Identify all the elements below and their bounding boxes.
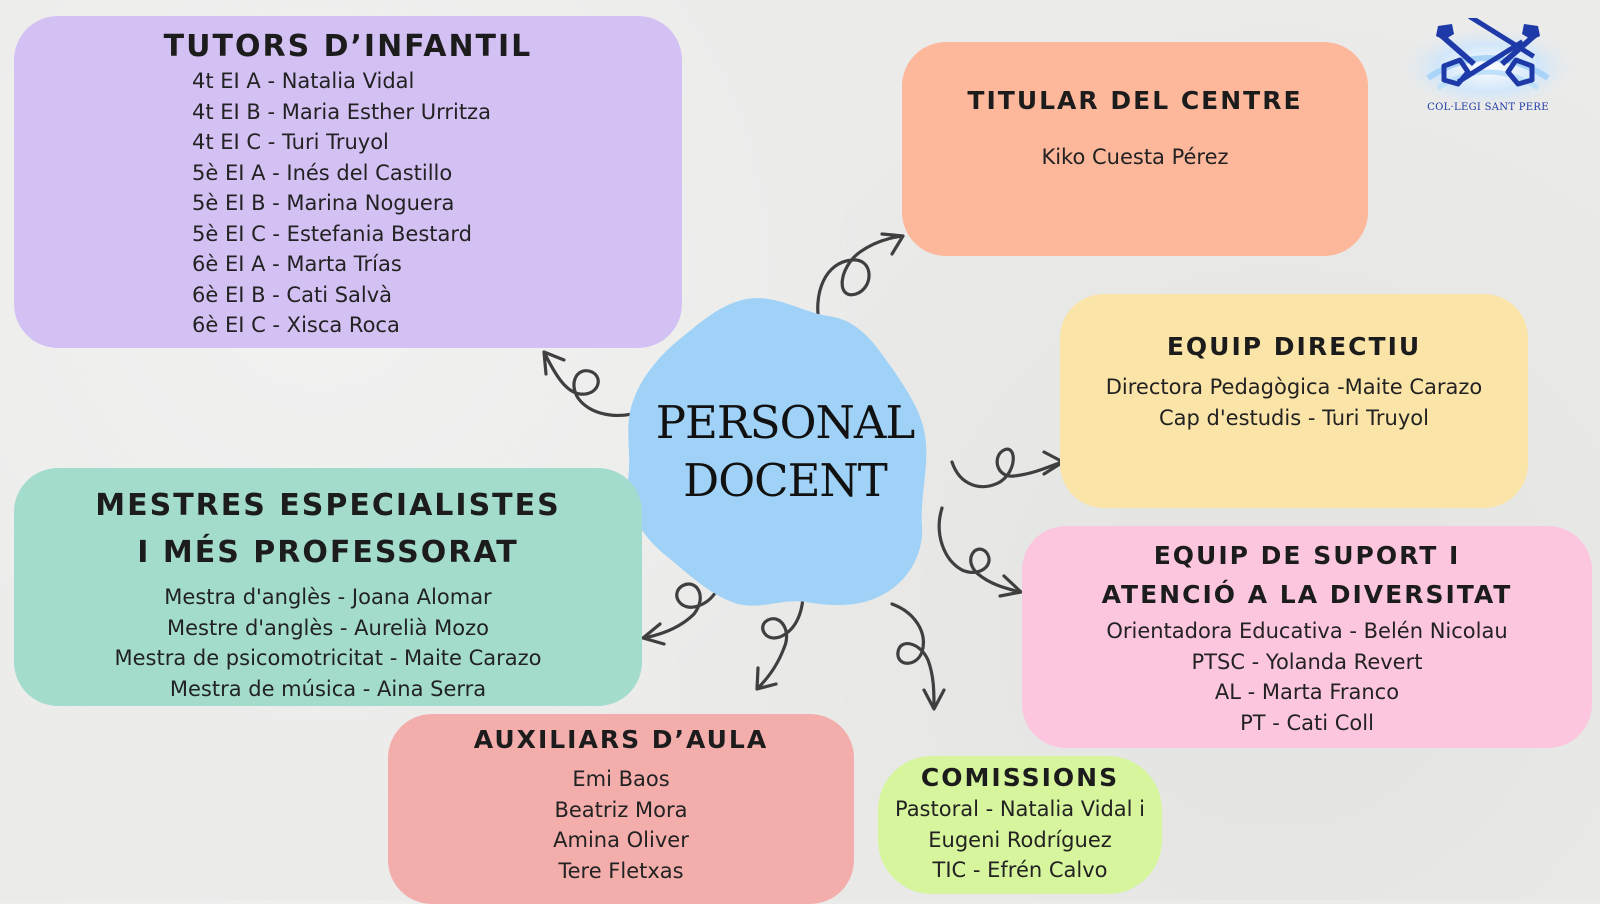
list-item: TIC - Efrén Calvo (932, 858, 1108, 882)
list-item: AL - Marta Franco (1214, 680, 1400, 704)
list-item: 4t EI B - Maria Esther Urritza (192, 99, 491, 124)
school-logo: COL·LEGI SANT PERE (1398, 14, 1578, 122)
arrow-to-directiu (950, 447, 1064, 489)
titular-list: Kiko Cuesta Pérez (902, 142, 1368, 173)
arrowhead-to-auxiliars (755, 666, 778, 691)
equip-directiu-card: EQUIP DIRECTIU Directora Pedagògica -Mai… (1060, 294, 1528, 508)
list-item: Directora Pedagògica -Maite Carazo (1105, 375, 1483, 399)
list-item: Pastoral - Natalia Vidal i (894, 797, 1146, 821)
center-title-line1: PERSONAL (655, 396, 915, 449)
list-item: 4t EI C - Turi Truyol (192, 130, 389, 154)
list-item: 5è EI C - Estefania Bestard (192, 221, 472, 246)
auxiliars-title: AUXILIARS D’AULA (473, 725, 769, 754)
titular-title: TITULAR DEL CENTRE (967, 86, 1303, 115)
arrowhead-to-suport (998, 574, 1023, 598)
arrow-to-auxiliars (756, 578, 805, 690)
list-item: Amina Oliver (553, 828, 689, 852)
arrow-to-titular (816, 234, 904, 330)
list-item: 6è EI A - Marta Trías (192, 252, 402, 276)
list-item: Mestra d'anglès - Joana Alomar (164, 585, 492, 609)
arrowhead-to-titular (880, 232, 905, 256)
auxiliars-list: Emi Baos Beatriz Mora Amina Oliver Tere … (388, 764, 854, 886)
tutors-list: 4t EI A - Natalia Vidal 4t EI B - Maria … (14, 66, 682, 341)
mestres-especialistes-card: MESTRES ESPECIALISTES I MÉS PROFESSORAT … (14, 468, 642, 706)
list-item: Mestra de psicomotricitat - Maite Carazo (114, 646, 542, 670)
list-item: Tere Fletxas (558, 858, 684, 883)
arrowhead-to-comissions (922, 688, 946, 711)
list-item: Mestra de música - Aina Serra (169, 676, 487, 701)
list-item: PTSC - Yolanda Revert (1191, 649, 1423, 674)
list-item: Beatriz Mora (554, 797, 688, 822)
directiu-title: EQUIP DIRECTIU (1166, 332, 1422, 361)
center-node: PERSONAL DOCENT (624, 294, 946, 616)
comissions-list: Pastoral - Natalia Vidal i Eugeni Rodríg… (878, 794, 1162, 886)
list-item: 6è EI B - Cati Salvà (192, 282, 393, 307)
suport-list: Orientadora Educativa - Belén Nicolau PT… (1022, 616, 1592, 738)
arrow-to-suport (937, 506, 1022, 594)
list-item: Eugeni Rodríguez (928, 827, 1112, 852)
list-item: Emi Baos (572, 767, 670, 791)
especialistes-title-line1: MESTRES ESPECIALISTES (95, 488, 561, 523)
center-blob-shape (627, 298, 927, 606)
list-item: Kiko Cuesta Pérez (1041, 145, 1229, 169)
center-title: PERSONAL DOCENT (624, 394, 946, 510)
list-item: 6è EI C - Xisca Roca (192, 313, 400, 337)
list-item: 5è EI B - Marina Noguera (192, 191, 455, 215)
especialistes-list: Mestra d'anglès - Joana Alomar Mestre d'… (14, 582, 642, 704)
auxiliars-aula-card: AUXILIARS D’AULA Emi Baos Beatriz Mora A… (388, 714, 854, 904)
arrow-to-comissions (890, 602, 936, 710)
arrow-to-especialistes (642, 550, 725, 640)
list-item: 4t EI A - Natalia Vidal (192, 69, 415, 93)
list-item: Cap d'estudis - Turi Truyol (1159, 405, 1429, 430)
suport-title-line2: ATENCIÓ A LA DIVERSITAT (1101, 580, 1513, 609)
directiu-list: Directora Pedagògica -Maite Carazo Cap d… (1060, 372, 1528, 433)
arrow-to-tutors (543, 352, 652, 418)
arrowhead-to-especialistes (641, 622, 666, 646)
logo-text: COL·LEGI SANT PERE (1427, 102, 1549, 113)
equip-suport-card: EQUIP DE SUPORT I ATENCIÓ A LA DIVERSITA… (1022, 526, 1592, 748)
arrowhead-to-tutors (542, 350, 566, 376)
crossed-keys-icon (1402, 14, 1574, 104)
especialistes-title-line2: I MÉS PROFESSORAT (137, 535, 519, 570)
titular-centre-card: TITULAR DEL CENTRE Kiko Cuesta Pérez (902, 42, 1368, 256)
comissions-card: COMISSIONS Pastoral - Natalia Vidal i Eu… (878, 756, 1162, 894)
center-title-line2: DOCENT (683, 454, 888, 507)
list-item: Orientadora Educativa - Belén Nicolau (1106, 619, 1508, 643)
suport-title: EQUIP DE SUPORT I ATENCIÓ A LA DIVERSITA… (1022, 526, 1592, 614)
comissions-title: COMISSIONS (920, 763, 1120, 792)
tutors-infantil-card: TUTORS D’INFANTIL 4t EI A - Natalia Vida… (14, 16, 682, 348)
list-item: PT - Cati Coll (1240, 710, 1374, 735)
especialistes-title: MESTRES ESPECIALISTES I MÉS PROFESSORAT (14, 468, 642, 576)
tutors-title: TUTORS D’INFANTIL (163, 29, 533, 64)
list-item: 5è EI A - Inés del Castillo (192, 160, 453, 185)
list-item: Mestre d'anglès - Aurelià Mozo (166, 615, 490, 640)
suport-title-line1: EQUIP DE SUPORT I (1153, 541, 1461, 570)
